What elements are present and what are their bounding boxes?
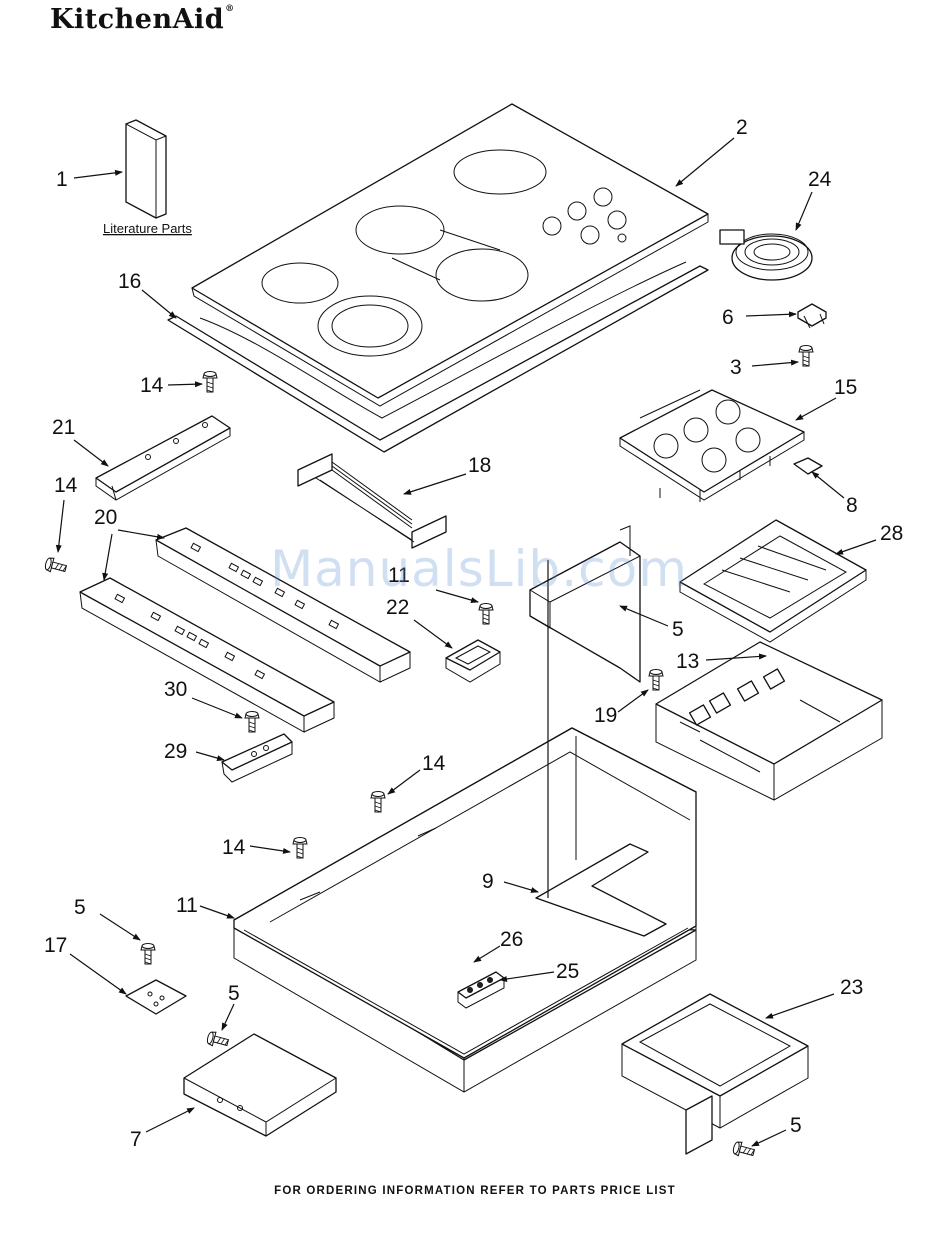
callout-18: 18 — [468, 454, 491, 477]
callout-17: 17 — [44, 934, 67, 957]
screw-3 — [799, 346, 813, 367]
callout-14-left: 14 — [222, 836, 246, 859]
callout-13: 13 — [676, 650, 699, 673]
callout-7: 7 — [130, 1128, 142, 1151]
bracket-21 — [96, 416, 230, 500]
callout-5-bottom: 5 — [228, 982, 240, 1005]
junction-box — [622, 994, 808, 1154]
callout-1: 1 — [56, 168, 68, 191]
mounting-frame — [680, 520, 866, 642]
callout-28: 28 — [880, 522, 903, 545]
radiant-element — [720, 230, 812, 280]
screw-5-right — [732, 1141, 755, 1160]
callout-25: 25 — [556, 960, 579, 983]
screw-30 — [245, 712, 259, 733]
callout-5-right: 5 — [790, 1114, 802, 1137]
callout-16: 16 — [118, 270, 141, 293]
literature-booklet: Literature Parts — [103, 120, 192, 236]
callout-15: 15 — [834, 376, 857, 399]
clip — [798, 304, 826, 328]
callout-29: 29 — [164, 740, 187, 763]
screw-14-left — [293, 838, 307, 859]
control-board — [620, 390, 804, 502]
ordering-footer: FOR ORDERING INFORMATION REFER TO PARTS … — [0, 1185, 950, 1197]
callout-11-screw: 11 — [388, 564, 410, 587]
cooktop-glass-top — [192, 104, 708, 406]
callout-5-bracket: 5 — [672, 618, 684, 641]
plate-17 — [126, 980, 186, 1014]
screw-14-mid — [371, 792, 385, 813]
callout-8: 8 — [846, 494, 858, 517]
ribbon-cable — [298, 454, 446, 548]
callout-26: 26 — [500, 928, 523, 951]
bracket-7 — [184, 1034, 336, 1136]
side-rail-upper — [156, 528, 410, 682]
callout-5-left: 5 — [74, 896, 86, 919]
callout-24: 24 — [808, 168, 832, 191]
screw-19 — [649, 670, 663, 691]
screw-14-top — [203, 372, 217, 393]
callout-3: 3 — [730, 356, 742, 379]
callout-9: 9 — [482, 870, 494, 893]
literature-parts-label: Literature Parts — [103, 221, 192, 236]
callout-19: 19 — [594, 704, 617, 727]
screw-5-bottom — [206, 1031, 229, 1050]
screw-5-left — [141, 944, 155, 965]
screw-14-side — [44, 557, 67, 576]
callout-14-top: 14 — [140, 374, 164, 397]
callout-2: 2 — [736, 116, 748, 139]
callout-21: 21 — [52, 416, 75, 439]
small-plate — [794, 458, 822, 474]
callout-14-mid: 14 — [422, 752, 446, 775]
callout-11-chassis: 11 — [176, 894, 198, 917]
callout-6: 6 — [722, 306, 734, 329]
clip-housing — [446, 640, 500, 682]
screw-11 — [479, 604, 493, 625]
callout-22: 22 — [386, 596, 409, 619]
callout-30: 30 — [164, 678, 187, 701]
vertical-bracket — [530, 526, 640, 682]
plate-29 — [222, 734, 292, 782]
callout-23: 23 — [840, 976, 863, 999]
callout-14-side: 14 — [54, 474, 78, 497]
callout-20: 20 — [94, 506, 117, 529]
